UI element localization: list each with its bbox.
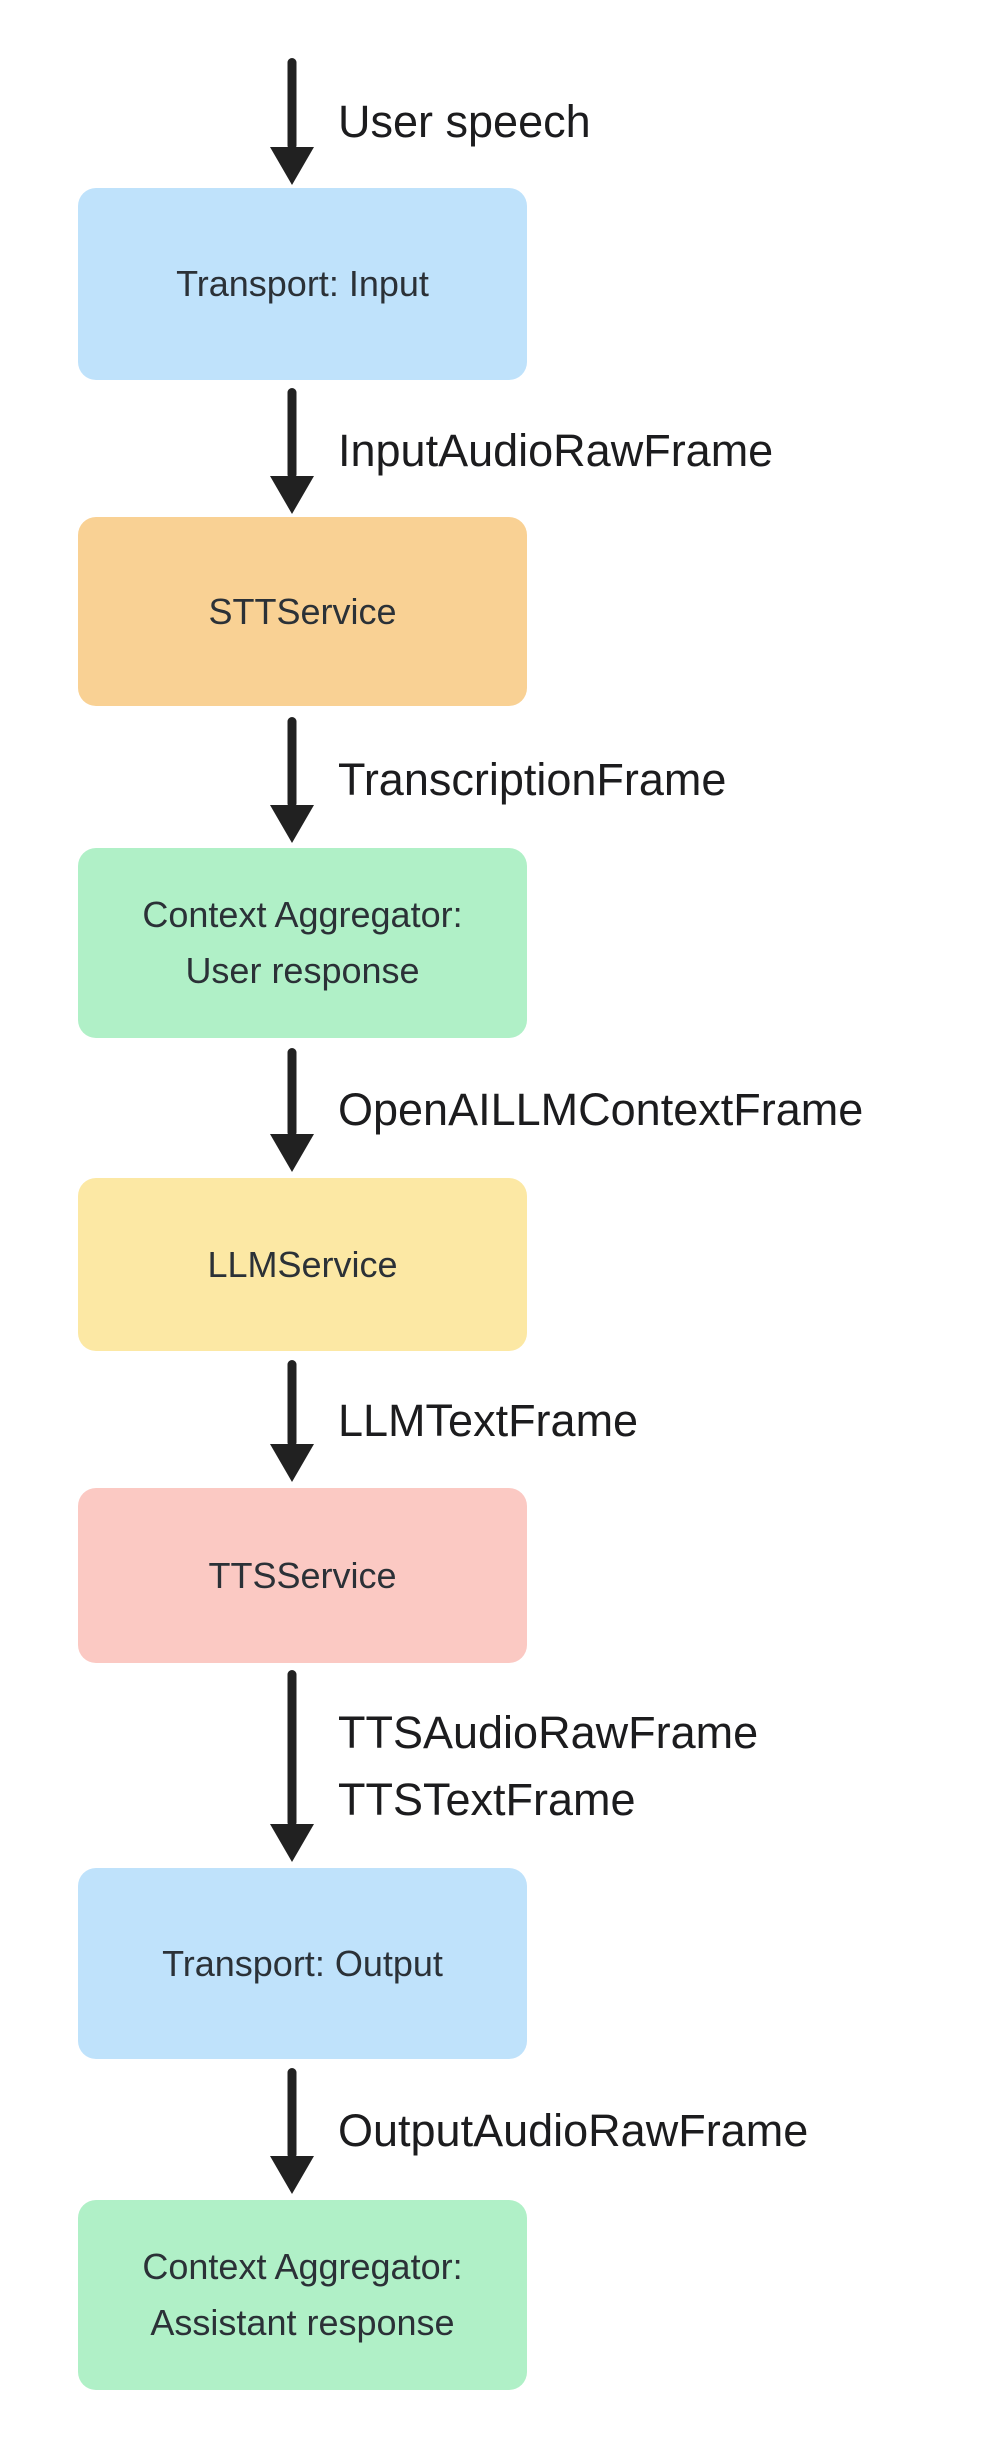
node-llm-service: LLMService — [78, 1178, 527, 1351]
edge-label-llm-text-frame: LLMTextFrame — [338, 1395, 639, 1447]
edge-label-openai-llm-context-frame: OpenAILLMContextFrame — [338, 1084, 864, 1136]
down-arrow-icon — [269, 388, 315, 514]
node-transport-input: Transport: Input — [78, 188, 527, 380]
edge-label-input-audio-raw-frame: InputAudioRawFrame — [338, 425, 774, 477]
down-arrow-icon — [269, 58, 315, 185]
down-arrow-icon — [269, 1360, 315, 1482]
node-tts-service: TTSService — [78, 1488, 527, 1663]
edge-label-user-speech: User speech — [338, 95, 591, 147]
node-context-aggregator-assistant: Context Aggregator: Assistant response — [78, 2200, 527, 2390]
edge-label-tts-frames: TTSAudioRawFrame TTSTextFrame — [338, 1706, 759, 1826]
node-transport-output: Transport: Output — [78, 1868, 527, 2059]
edge-label-transcription-frame: TranscriptionFrame — [338, 754, 727, 806]
down-arrow-icon — [269, 1048, 315, 1172]
down-arrow-icon — [269, 717, 315, 843]
edge-label-output-audio-raw-frame: OutputAudioRawFrame — [338, 2105, 809, 2157]
down-arrow-icon — [269, 2068, 315, 2194]
node-stt-service: STTService — [78, 517, 527, 706]
down-arrow-icon — [269, 1670, 315, 1862]
node-context-aggregator-user: Context Aggregator: User response — [78, 848, 527, 1038]
